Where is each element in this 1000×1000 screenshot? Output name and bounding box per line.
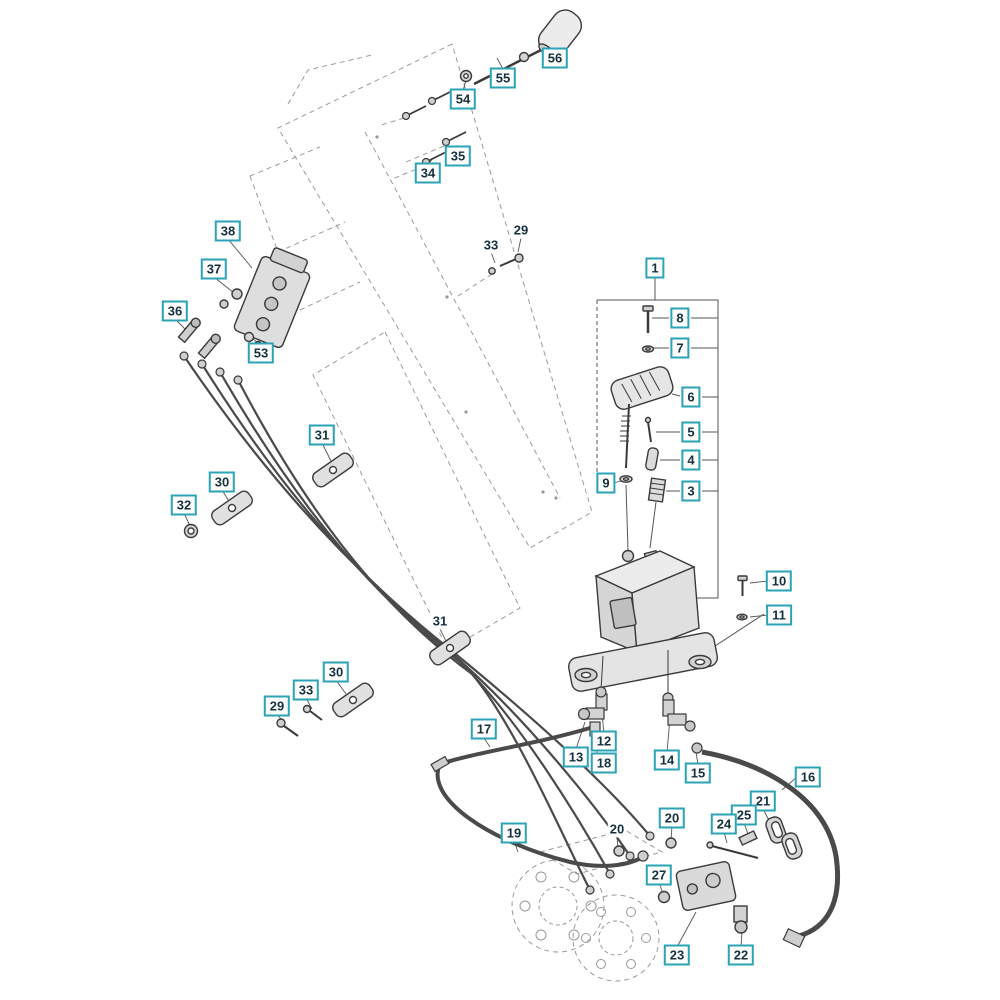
part-label-30-25[interactable]: 30 — [322, 661, 350, 683]
part-label-38-5[interactable]: 38 — [214, 220, 242, 242]
part-label-54-2[interactable]: 54 — [449, 88, 477, 110]
part-label-9-18[interactable]: 9 — [596, 472, 616, 494]
part-label-15-33[interactable]: 15 — [684, 762, 712, 784]
valve-body-23 — [675, 861, 737, 911]
washer-7 — [641, 345, 655, 353]
fitting-20b — [613, 845, 625, 857]
part-label-56-0[interactable]: 56 — [541, 47, 569, 69]
spring-3 — [647, 477, 667, 503]
part-label-6-14[interactable]: 6 — [681, 386, 701, 408]
part-label-10-22[interactable]: 10 — [765, 570, 793, 592]
plug-27 — [657, 890, 671, 904]
part-label-33-26[interactable]: 33 — [292, 679, 320, 701]
part-label-16-34[interactable]: 16 — [794, 766, 822, 788]
hose-19 — [435, 763, 642, 868]
part-label-13-30[interactable]: 13 — [562, 746, 590, 768]
hose-16 — [701, 749, 841, 939]
part-label-1-9[interactable]: 1 — [645, 257, 665, 279]
hose-17 — [439, 726, 591, 766]
screw-29b — [276, 718, 299, 737]
nut-13 — [577, 707, 591, 721]
part-label-19-40[interactable]: 19 — [500, 822, 528, 844]
part-label-29-6[interactable]: 29 — [511, 221, 531, 239]
nut-15 — [691, 742, 703, 754]
part-label-8-11[interactable]: 8 — [670, 307, 690, 329]
fitting-37 — [231, 288, 243, 300]
part-label-31-16[interactable]: 31 — [308, 424, 336, 446]
hose-end-fittings — [430, 755, 806, 949]
part-label-29-27[interactable]: 29 — [263, 695, 291, 717]
part-label-22-43[interactable]: 22 — [727, 944, 755, 966]
part-label-20-39[interactable]: 20 — [607, 820, 627, 838]
elbow-36a — [177, 317, 201, 344]
clamp-31b — [429, 630, 471, 666]
pin-5 — [644, 416, 652, 443]
cable-end-fittings — [179, 351, 655, 895]
lever-assembly — [610, 305, 674, 503]
part-label-11-23[interactable]: 11 — [766, 604, 792, 626]
part-label-18-31[interactable]: 18 — [590, 752, 618, 774]
shaft-spring — [620, 415, 631, 442]
upper-screw-washer — [488, 253, 524, 275]
handle-assembly — [459, 9, 583, 86]
stud-24 — [706, 841, 759, 859]
clamp-30b — [332, 682, 374, 718]
part-label-53-13[interactable]: 53 — [247, 342, 275, 364]
bolt-8 — [642, 305, 654, 333]
part-label-14-32[interactable]: 14 — [653, 749, 681, 771]
washer-9 — [619, 475, 633, 483]
fitting-20a — [665, 837, 677, 849]
bolt-33b — [302, 704, 323, 721]
washer-53a — [243, 331, 255, 343]
part-label-20-37[interactable]: 20 — [658, 807, 686, 829]
part-label-34-4[interactable]: 34 — [414, 162, 442, 184]
clamp-21 — [765, 816, 803, 860]
control-valve — [177, 247, 311, 360]
elbow-fitting-right — [662, 692, 703, 754]
part-label-55-1[interactable]: 55 — [489, 67, 517, 89]
part-label-24-38[interactable]: 24 — [710, 813, 738, 835]
part-label-37-8[interactable]: 37 — [200, 258, 228, 280]
part-label-35-3[interactable]: 35 — [444, 145, 472, 167]
part-label-27-41[interactable]: 27 — [645, 864, 673, 886]
bolt-10-washer-11 — [736, 575, 748, 621]
part-label-12-29[interactable]: 12 — [590, 730, 618, 752]
elbow-fitting-left — [577, 686, 608, 737]
clamp-31a — [312, 452, 354, 488]
control-unit — [567, 549, 719, 694]
part-label-7-12[interactable]: 7 — [670, 337, 690, 359]
part-label-33-7[interactable]: 33 — [481, 236, 501, 254]
part-label-30-19[interactable]: 30 — [208, 471, 236, 493]
part-label-3-20[interactable]: 3 — [681, 480, 701, 502]
part-label-32-21[interactable]: 32 — [170, 494, 198, 516]
part-label-36-10[interactable]: 36 — [161, 300, 189, 322]
spacer-25 — [738, 830, 758, 846]
mounting-screws — [401, 90, 467, 167]
bottom-valve-assembly — [613, 816, 803, 934]
part-label-31-24[interactable]: 31 — [430, 612, 450, 630]
part-label-17-28[interactable]: 17 — [470, 718, 498, 740]
hydraulic-hoses — [435, 726, 841, 939]
part-label-5-15[interactable]: 5 — [681, 421, 701, 443]
throttle-rod — [473, 48, 542, 86]
elbow-36b — [197, 333, 221, 360]
part-label-23-42[interactable]: 23 — [663, 944, 691, 966]
clamp-30a — [211, 490, 253, 526]
cable-clamps — [183, 452, 471, 737]
elbow-22 — [733, 905, 748, 934]
link-4 — [645, 447, 659, 471]
knob-6 — [610, 366, 674, 410]
part-label-4-17[interactable]: 4 — [681, 449, 701, 471]
